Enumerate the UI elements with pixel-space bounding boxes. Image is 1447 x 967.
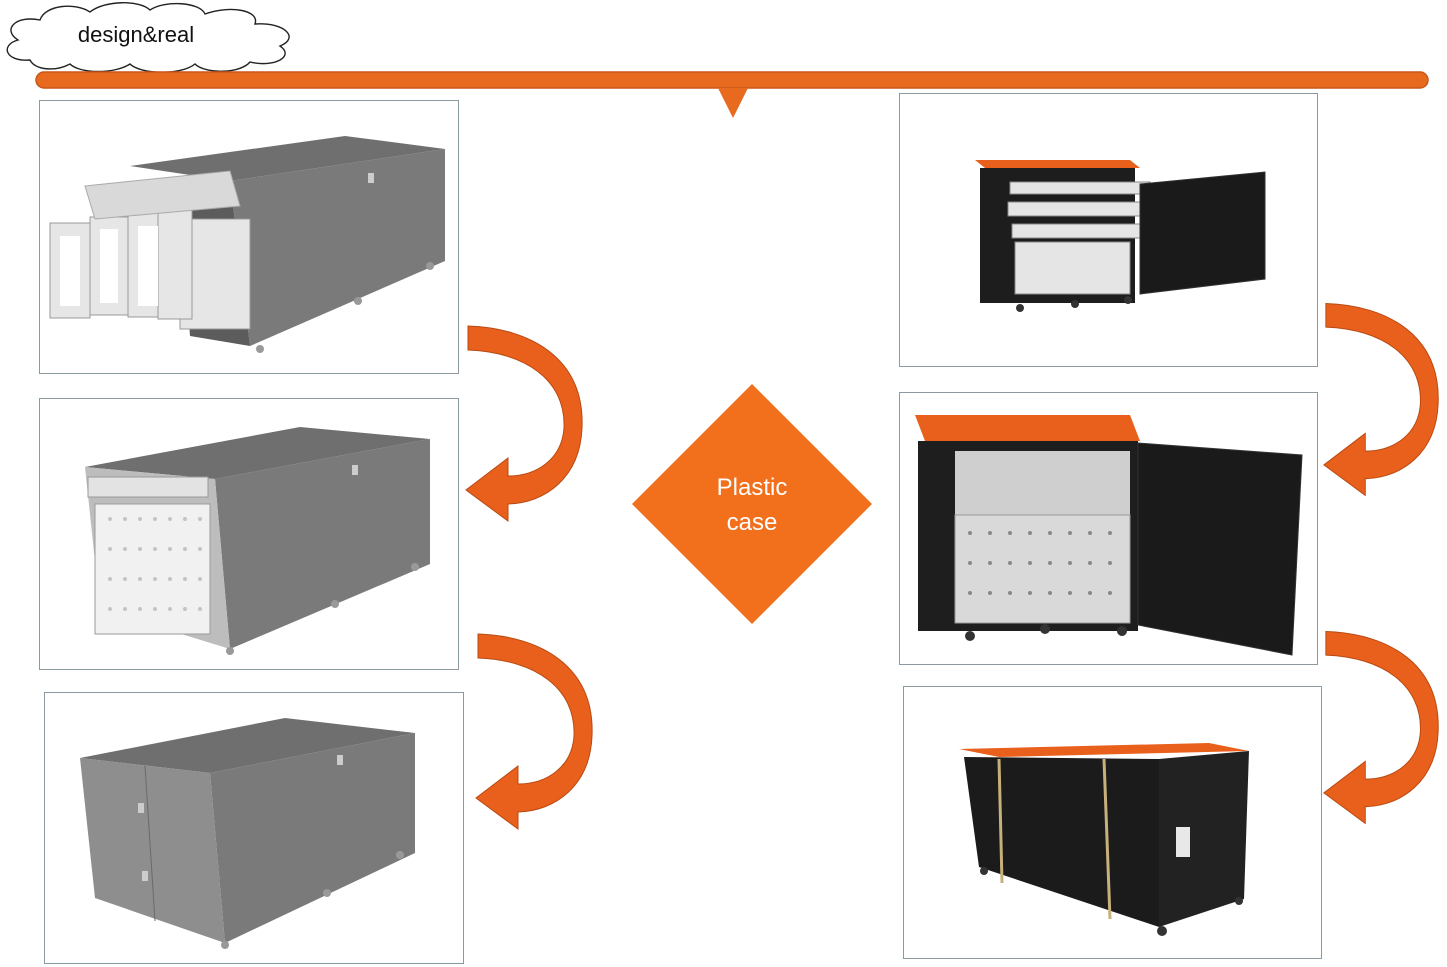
panel-design-2 — [39, 398, 459, 670]
panel-real-3 — [903, 686, 1322, 959]
cloud-label: design&real — [77, 22, 195, 47]
diamond-label: Plastic case — [632, 470, 872, 540]
curved-arrow-icon — [1323, 302, 1439, 497]
header-bar — [35, 71, 1429, 118]
panel-design-3 — [44, 692, 464, 964]
curved-arrow-icon — [475, 633, 593, 830]
panel-design-1 — [39, 100, 459, 374]
panel-real-2 — [899, 392, 1318, 665]
panel-real-1 — [899, 93, 1318, 367]
curved-arrow-icon — [1323, 630, 1439, 825]
diamond-label-line1: Plastic — [716, 474, 788, 501]
diamond-label-line2: case — [726, 509, 778, 536]
center-diamond — [632, 384, 872, 624]
down-triangle-icon — [718, 88, 748, 118]
cloud-shape — [6, 2, 290, 73]
curved-arrow-icon — [465, 325, 583, 522]
